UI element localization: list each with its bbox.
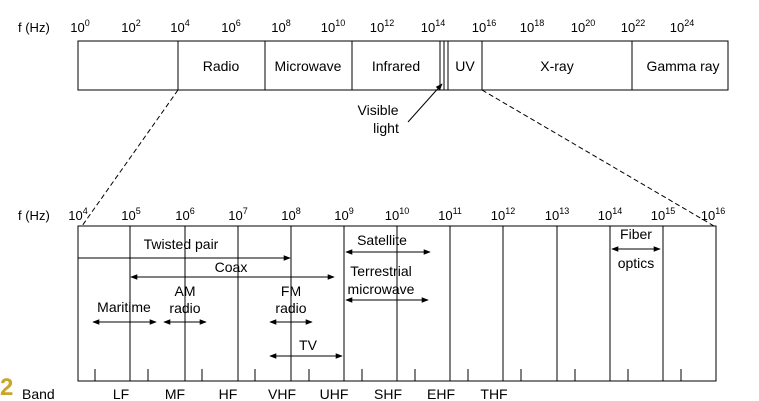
- bottom-tick-6: 1010: [385, 206, 409, 223]
- maritime-label: Maritime: [97, 299, 151, 315]
- band-mf: MF: [165, 386, 185, 401]
- band-gamma: Gamma ray: [646, 58, 719, 74]
- top-tick-10: 1020: [571, 18, 595, 35]
- tv-label: TV: [299, 337, 318, 353]
- band-lf: LF: [113, 386, 129, 401]
- bottom-tick-12: 1016: [701, 206, 725, 223]
- bottom-tick-labels: 104 105 106 107 108 109 1010 1011 1012 1013 1014 10…: [68, 206, 725, 223]
- bottom-tick-1: 105: [121, 206, 140, 223]
- fm-radio-label-1: FM: [281, 283, 301, 299]
- top-tick-4: 108: [271, 18, 290, 35]
- band-vhf: VHF: [268, 386, 296, 401]
- top-spectrum-bar: [77, 40, 729, 91]
- fiber-label-1: Fiber: [620, 226, 652, 242]
- band-shf: SHF: [374, 386, 402, 401]
- band-ehf: EHF: [427, 386, 455, 401]
- coax-label: Coax: [215, 259, 248, 275]
- top-tick-2: 104: [170, 18, 189, 35]
- top-tick-3: 106: [221, 18, 240, 35]
- bottom-axis-label: f (Hz): [18, 208, 50, 223]
- bottom-tick-10: 1014: [598, 206, 622, 223]
- visible-light-arrow: [407, 83, 443, 123]
- band-hf: HF: [219, 386, 238, 401]
- top-tick-11: 1022: [621, 18, 645, 35]
- bottom-tick-3: 107: [228, 206, 247, 223]
- top-band-dividers: [177, 41, 633, 90]
- bottom-tick-0: 104: [68, 206, 87, 223]
- band-radio: Radio: [203, 58, 240, 74]
- fiber-label-2: optics: [618, 255, 655, 271]
- band-uv: UV: [455, 58, 475, 74]
- band-thf: THF: [480, 386, 507, 401]
- top-tick-7: 1014: [421, 18, 445, 35]
- band-infrared: Infrared: [372, 58, 420, 74]
- satellite-label: Satellite: [357, 232, 407, 248]
- bottom-tick-7: 1011: [438, 206, 462, 223]
- top-tick-6: 1012: [370, 18, 394, 35]
- bottom-tick-2: 106: [175, 206, 194, 223]
- band-microwave: Microwave: [275, 58, 342, 74]
- am-radio-label-1: AM: [175, 283, 196, 299]
- band-names: LF MF HF VHF UHF SHF EHF THF: [113, 386, 508, 401]
- terrestrial-label-2: microwave: [348, 281, 415, 297]
- top-tick-0: 100: [70, 18, 89, 35]
- zoom-line-left: [81, 89, 179, 227]
- visible-light-label-2: light: [373, 120, 399, 136]
- am-radio-label-2: radio: [169, 300, 200, 316]
- band-xray: X-ray: [540, 58, 573, 74]
- bottom-tick-9: 1013: [545, 206, 569, 223]
- top-tick-12: 1024: [670, 18, 694, 35]
- top-tick-5: 1010: [321, 18, 345, 35]
- visible-light-label-1: Visible: [358, 102, 399, 118]
- band-tick-marks: [94, 369, 682, 381]
- logo-mark: 2: [0, 374, 14, 401]
- bottom-decade-lines: [129, 226, 664, 381]
- terrestrial-label-1: Terrestrial: [350, 263, 411, 279]
- bottom-tick-8: 1012: [491, 206, 515, 223]
- top-tick-labels: 100 102 104 106 108 1010 1012 1014 1016 1018 1020 1…: [70, 18, 694, 35]
- bottom-tick-5: 109: [334, 206, 353, 223]
- bottom-tick-11: 1015: [651, 206, 675, 223]
- fm-radio-label-2: radio: [275, 300, 306, 316]
- band-row-label: Band: [22, 386, 55, 401]
- twisted-pair-label: Twisted pair: [144, 236, 219, 252]
- top-tick-9: 1018: [520, 18, 544, 35]
- bottom-tick-4: 108: [281, 206, 300, 223]
- top-axis-label: f (Hz): [18, 20, 50, 35]
- band-uhf: UHF: [320, 386, 349, 401]
- top-tick-1: 102: [121, 18, 140, 35]
- top-tick-8: 1016: [472, 18, 496, 35]
- zoom-line-right: [481, 89, 715, 227]
